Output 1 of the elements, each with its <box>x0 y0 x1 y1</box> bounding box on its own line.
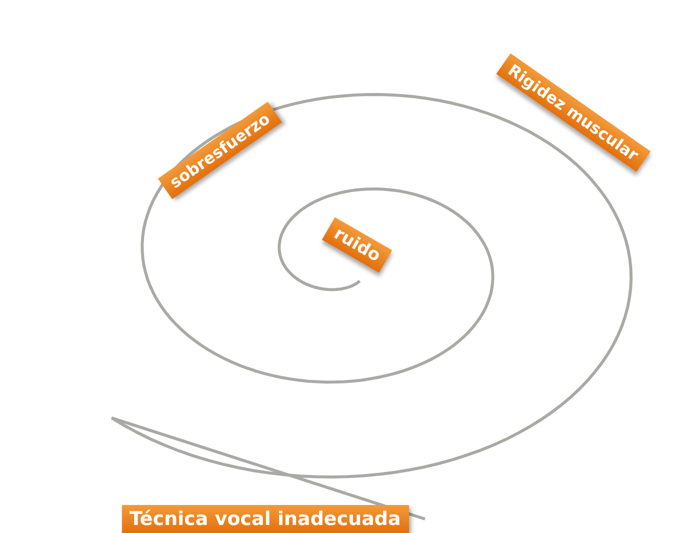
label-box: Técnica vocal inadecuada <box>122 505 409 533</box>
